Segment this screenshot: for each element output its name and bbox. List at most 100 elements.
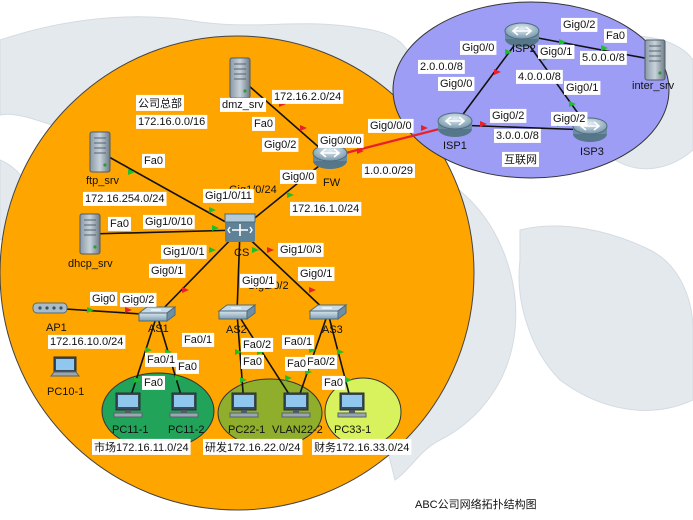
pc10-1-label: PC10-1	[47, 386, 84, 398]
device-isp1 router-icon[interactable]	[437, 112, 473, 137]
port-dhcp-fa0-text: Fa0	[110, 218, 129, 230]
market-department-label: 市场172.16.11.0/24	[92, 438, 191, 455]
device-as3 switch-icon[interactable]	[308, 304, 348, 320]
dhcp-srv-label: dhcp_srv	[68, 258, 113, 270]
finance-department-label: 财务172.16.33.0/24	[312, 438, 412, 455]
port-pc11-2-fa0-text: Fa0	[178, 361, 197, 373]
port-fw-gig000-text: Gig0/0/0	[320, 135, 362, 147]
dmz-srv-label: dmz_srv	[220, 97, 267, 112]
device-pc22-1 pc-icon[interactable]	[229, 392, 259, 418]
link-cs-as3	[239, 229, 329, 314]
device-pc10-1 laptop-icon[interactable]	[50, 356, 80, 377]
port-pc11-2-fa0: Fa0	[176, 359, 199, 374]
inter-srv-label: inter_srv	[632, 80, 675, 92]
device-pc11-2 pc-icon[interactable]	[169, 392, 199, 418]
port-as3-fa02: Fa0/2	[305, 354, 338, 369]
inter-network-label-text: 5.0.0.0/8	[582, 52, 625, 64]
port-status-marker-15	[212, 225, 219, 231]
device-ftp-srv server-icon[interactable]	[89, 131, 111, 173]
pc33-1-label-text: PC33-1	[334, 424, 371, 436]
port-dmz-fa0: Fa0	[252, 116, 275, 131]
port-status-marker-17	[209, 247, 216, 253]
port-fw-gig00-text: Gig0/0	[282, 171, 314, 183]
port-status-marker-2	[357, 148, 364, 154]
port-as3-fa02-text: Fa0/2	[307, 356, 335, 368]
port-inter-fa0-text: Fa0	[606, 30, 625, 42]
core-network-label-text: 172.16.1.0/24	[292, 203, 359, 215]
device-ap1 access-point-icon[interactable]	[32, 302, 68, 314]
port-pc33-1-fa0-text: Fa0	[324, 377, 343, 389]
port-as2-fa02: Fa0/2	[241, 337, 274, 352]
port-as1-gig02-text: Gig0/2	[122, 294, 154, 306]
device-vlan22-2 pc-icon[interactable]	[281, 392, 311, 418]
ap1-label-text: AP1	[46, 322, 67, 334]
port-status-marker-6	[494, 69, 501, 75]
port-isp3-gig02: Gig0/2	[551, 111, 588, 126]
vlan22-2-label-text: VLAN22-2	[272, 424, 323, 436]
port-status-marker-11	[569, 101, 576, 107]
device-as1 switch-icon[interactable]	[137, 306, 177, 322]
port-as3-fa01: Fa0/1	[282, 334, 315, 349]
device-pc11-1 pc-icon[interactable]	[113, 392, 143, 418]
port-isp2-gig00: Gig0/0	[460, 40, 497, 55]
as3-label-text: AS3	[322, 324, 343, 336]
port-fw-gig02-text: Gig0/2	[264, 139, 296, 151]
wan-network-label-text: 1.0.0.0/29	[364, 165, 413, 177]
hq-network-label-text: 172.16.0.0/16	[138, 116, 205, 128]
port-pc22-1-fa0-text: Fa0	[243, 356, 262, 368]
port-cs-gig101-text: Gig1/0/1	[163, 246, 205, 258]
port-pc11-1-fa0: Fa0	[142, 375, 165, 390]
dmz-network-label: 172.16.2.0/24	[272, 89, 344, 104]
device-isp2 router-icon[interactable]	[504, 22, 540, 47]
port-vlan22-2-fa0: Fa0	[285, 356, 308, 371]
as2-label-text: AS2	[226, 324, 247, 336]
port-dhcp-fa0: Fa0	[108, 216, 131, 231]
link-dhcp_srv-cs	[89, 229, 241, 235]
link-isp2-inter_srv	[521, 34, 656, 61]
port-status-marker-13	[209, 207, 216, 213]
port-status-marker-8	[559, 39, 566, 45]
port-status-marker-30	[240, 377, 247, 383]
ap-network-label: 172.16.10.0/24	[48, 334, 126, 349]
port-status-marker-35	[337, 349, 344, 355]
port-as2-fa02-text: Fa0/2	[243, 339, 271, 351]
port-isp1-gig02-text: Gig0/2	[492, 110, 524, 122]
port-as2-gig01-text: Gig0/1	[242, 275, 274, 287]
link-as3-pc33_1	[327, 312, 353, 406]
device-cs multilayer-switch-icon[interactable]	[224, 213, 256, 242]
diagram-caption-text: ABC公司网络拓扑结构图	[415, 497, 537, 511]
wan-network-label: 1.0.0.0/29	[362, 163, 415, 178]
port-as1-gig01-text: Gig0/1	[151, 265, 183, 277]
port-as1-fa01-text: Fa0/1	[147, 354, 175, 366]
cs-label-text: CS	[234, 247, 249, 259]
port-status-marker-36	[345, 377, 352, 383]
port-status-marker-23	[87, 307, 94, 313]
port-status-marker-16	[287, 192, 294, 198]
device-dhcp-srv server-icon[interactable]	[79, 213, 101, 255]
port-cs-gig101: Gig1/0/1	[161, 244, 207, 259]
dmz-network-label-text: 172.16.2.0/24	[274, 91, 341, 103]
hq-name-label: 公司总部	[136, 94, 184, 111]
device-dmz-srv server-icon[interactable]	[229, 57, 251, 99]
device-as2 switch-icon[interactable]	[217, 304, 257, 320]
port-pc22-1-fa0: Fa0	[241, 354, 264, 369]
ftp-srv-label: ftp_srv	[86, 175, 120, 187]
device-pc33-1 pc-icon[interactable]	[337, 392, 367, 418]
hq-name-label-text: 公司总部	[138, 96, 182, 110]
port-isp3-gig02-text: Gig0/2	[553, 113, 585, 125]
isp12-network-label-text: 2.0.0.0/8	[420, 61, 463, 73]
port-as3-fa01-text: Fa0/1	[284, 336, 312, 348]
device-fw router-icon[interactable]	[312, 144, 348, 169]
port-isp2-gig00-text: Gig0/0	[462, 42, 494, 54]
port-as1-gig02: Gig0/2	[120, 292, 157, 307]
port-status-marker-32	[285, 375, 292, 381]
vlan22-2-label: VLAN22-2	[272, 424, 323, 436]
isp1-label-text: ISP1	[443, 140, 467, 152]
server-network-label: 172.16.254.0/24	[83, 191, 167, 206]
port-status-marker-24	[125, 307, 132, 313]
port-cs-gig1011: Gig1/0/11	[203, 188, 254, 203]
pc10-1-label-text: PC10-1	[47, 386, 84, 398]
device-inter-srv server-icon[interactable]	[644, 39, 666, 81]
